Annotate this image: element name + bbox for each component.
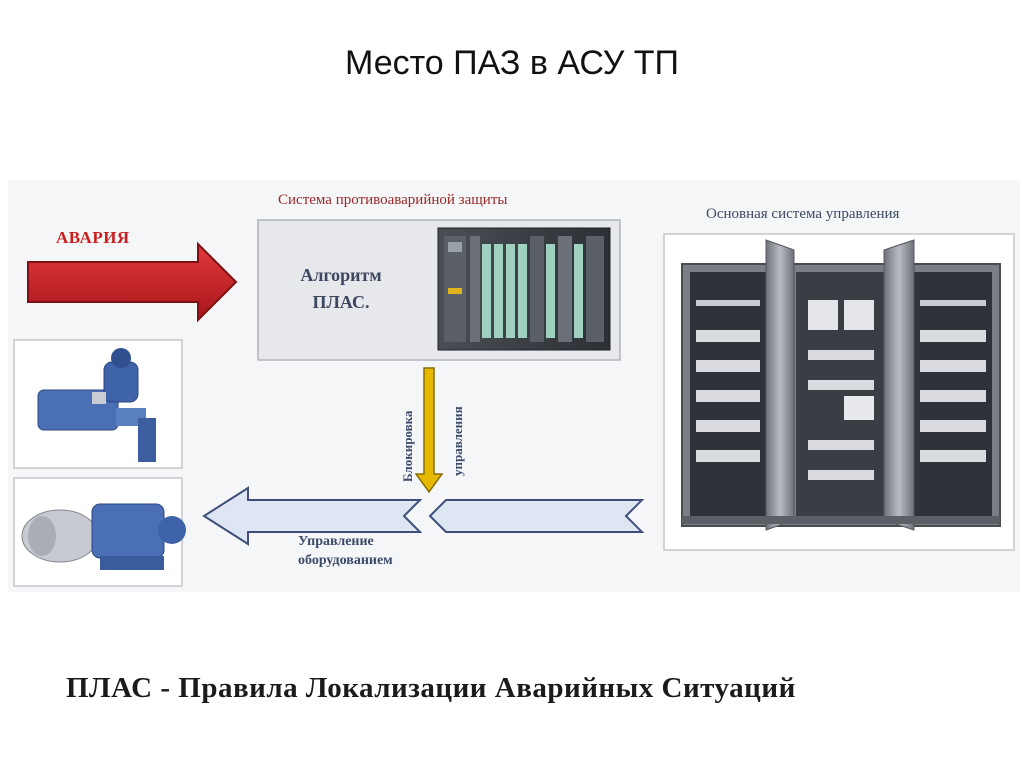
plc-rack-image (437, 227, 611, 351)
main-control-title: Основная система управления (706, 206, 900, 222)
pump-image-top (37, 348, 156, 462)
pump-image-bottom (21, 503, 186, 570)
blocking-label: Блокировка (400, 410, 415, 482)
footnote-definition: ПЛАС - Правила Локализации Аварийных Сит… (66, 672, 796, 704)
cabinet-image (681, 239, 1001, 531)
diagram: Система противоаварийной защиты Основная… (8, 180, 1020, 592)
accident-label: АВАРИЯ (56, 228, 130, 247)
main-control-flow-arrow (428, 499, 645, 533)
algorithm-label: Алгоритм ПЛАС. (300, 265, 382, 312)
equipment-control-label: Управление оборудованием (298, 534, 393, 568)
control-label: управления (450, 406, 465, 476)
slide-title: Место ПАЗ в АСУ ТП (345, 44, 679, 82)
equipment-control-arrow (202, 486, 423, 546)
blocking-arrow (414, 367, 444, 494)
psa-system-title: Система противоаварийной защиты (278, 192, 508, 208)
diagram-graphics (8, 180, 1020, 592)
accident-arrow (27, 241, 238, 323)
